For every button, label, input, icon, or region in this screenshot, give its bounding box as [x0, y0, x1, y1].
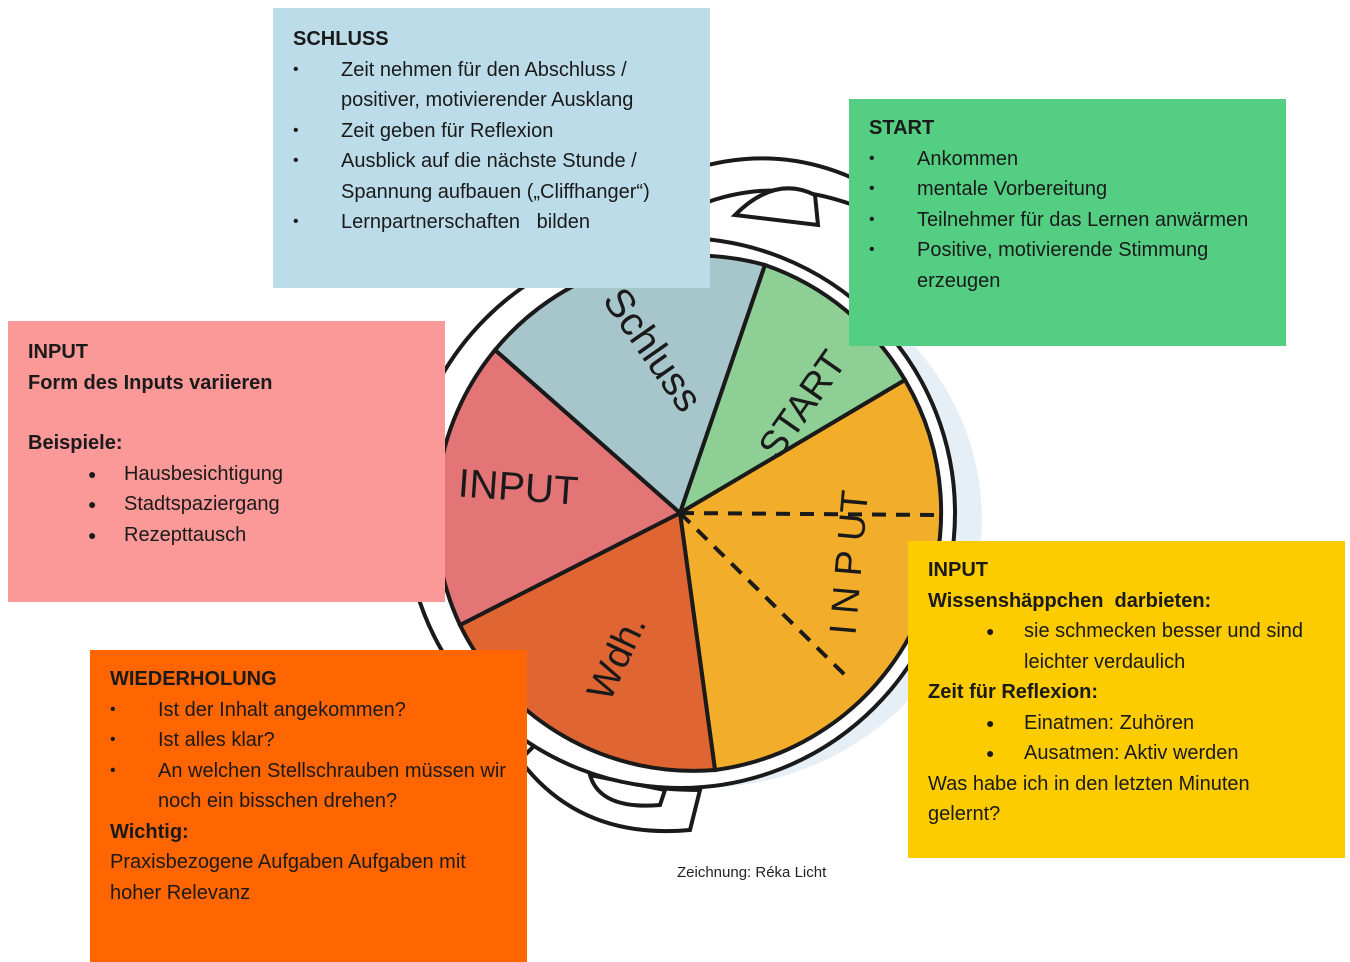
list-item: Einatmen: Zuhören	[928, 708, 1325, 739]
wiederholung-list: Ist der Inhalt angekommen? Ist alles kla…	[110, 695, 507, 817]
segment-label-input-left: INPUT	[457, 461, 580, 513]
input-right-heading-2: Zeit für Reflexion:	[928, 681, 1099, 703]
schluss-box: SCHLUSS Zeit nehmen für den Abschluss / …	[273, 8, 710, 288]
list-item: Ausblick auf die nächste Stunde / Spannu…	[293, 146, 690, 207]
input-left-subtitle: Form des Inputs variieren	[28, 371, 273, 394]
list-item: Zeit geben für Reflexion	[293, 116, 690, 147]
list-item: Rezepttausch	[28, 520, 425, 551]
list-item: mentale Vorbereitung	[869, 174, 1266, 205]
input-right-heading-1: Wissenshäppchen darbieten:	[928, 589, 1212, 612]
input-left-examples-label: Beispiele:	[28, 432, 123, 454]
list-item: Ist der Inhalt angekommen?	[110, 695, 507, 726]
wiederholung-box: WIEDERHOLUNG Ist der Inhalt angekommen? …	[90, 650, 527, 962]
schluss-title: SCHLUSS	[293, 28, 389, 50]
list-item: Teilnehmer für das Lernen anwärmen	[869, 205, 1266, 236]
list-item: Positive, motivierende Stimmung erzeugen	[869, 235, 1266, 296]
input-left-list: Hausbesichtigung Stadtspaziergang Rezept…	[28, 459, 425, 551]
input-right-title: INPUT	[928, 559, 988, 581]
input-right-list-1: sie schmecken besser und sind leichter v…	[928, 616, 1325, 677]
schluss-list: Zeit nehmen für den Abschluss / positive…	[293, 55, 690, 238]
pan-handle-top-grip	[730, 186, 821, 228]
wiederholung-title: WIEDERHOLUNG	[110, 668, 277, 690]
input-right-box: INPUT Wissenshäppchen darbieten: sie sch…	[908, 541, 1345, 858]
list-item: Ausatmen: Aktiv werden	[928, 738, 1325, 769]
list-item: An welchen Stellschrauben müssen wir noc…	[110, 756, 507, 817]
list-item: Hausbesichtigung	[28, 459, 425, 490]
input-right-footer: Was habe ich in den letzten Minuten gele…	[928, 772, 1250, 826]
segment-start	[676, 262, 908, 518]
start-list: Ankommen mentale Vorbereitung Teilnehmer…	[869, 144, 1266, 297]
wiederholung-important-text: Praxisbezogene Aufgaben Aufgaben mit hoh…	[110, 851, 466, 904]
start-box: START Ankommen mentale Vorbereitung Teil…	[849, 99, 1286, 346]
wiederholung-important-label: Wichtig:	[110, 820, 189, 843]
list-item: Stadtspaziergang	[28, 489, 425, 520]
list-item: Ist alles klar?	[110, 725, 507, 756]
input-left-box: INPUT Form des Inputs variieren Beispiel…	[8, 321, 445, 602]
start-title: START	[869, 117, 935, 139]
list-item: Zeit nehmen für den Abschluss / positive…	[293, 55, 690, 116]
pan-handle-bottom-grip	[587, 772, 668, 808]
list-item: Lernpartnerschaften bilden	[293, 207, 690, 238]
input-left-title: INPUT	[28, 341, 88, 363]
list-item: Ankommen	[869, 144, 1266, 175]
list-item: sie schmecken besser und sind leichter v…	[928, 616, 1325, 677]
dashed-line-diagonal	[678, 511, 852, 682]
caption: Zeichnung: Réka Licht	[677, 864, 827, 881]
dashed-line-horizontal	[679, 511, 936, 517]
input-right-list-2: Einatmen: Zuhören Ausatmen: Aktiv werden	[928, 708, 1325, 769]
